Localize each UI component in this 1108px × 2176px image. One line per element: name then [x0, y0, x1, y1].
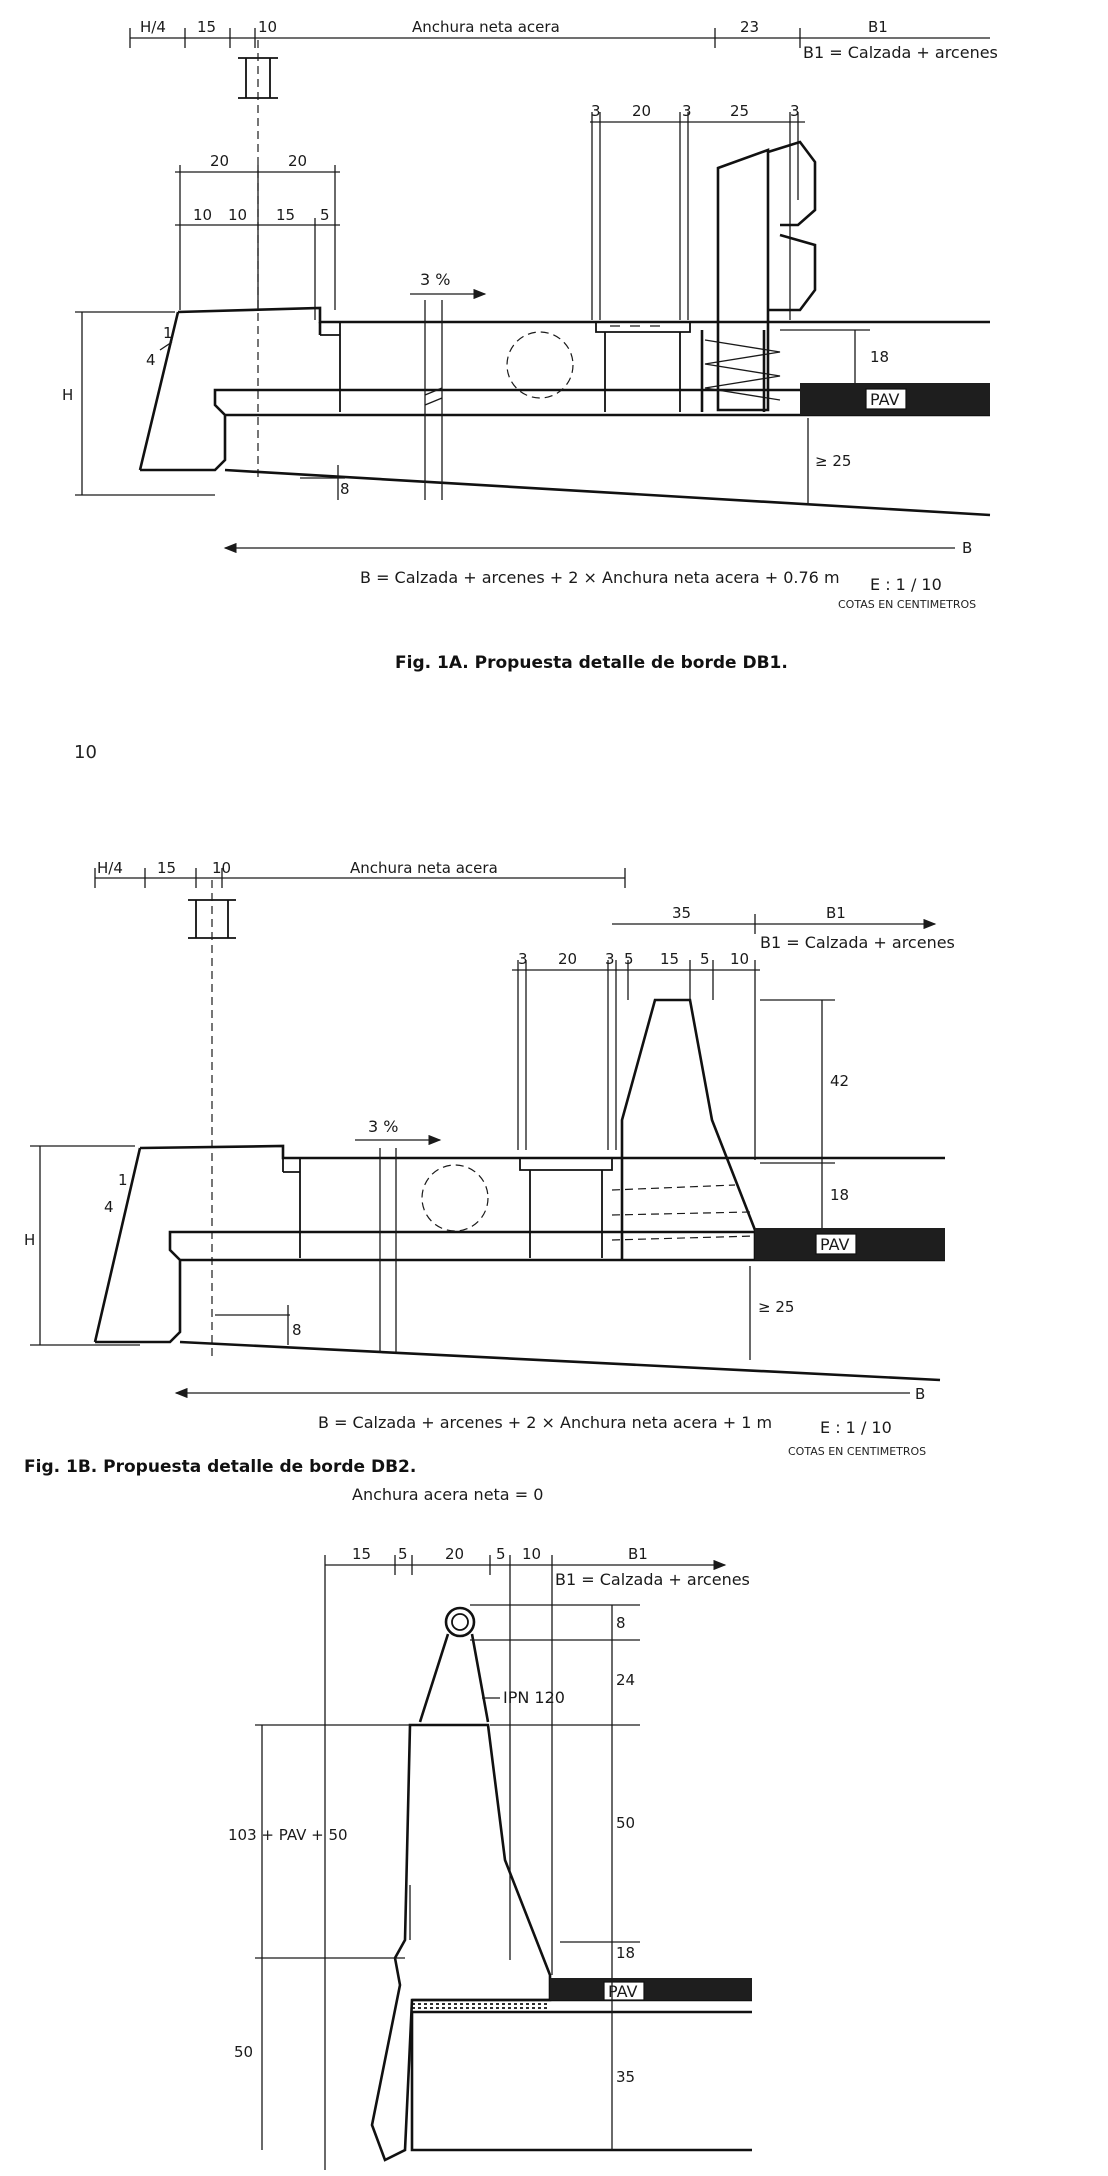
dim-24: 24	[616, 1671, 635, 1689]
dim-35: 35	[616, 2068, 635, 2086]
dim-h: H	[62, 386, 73, 404]
rail-dim: 3	[591, 102, 601, 120]
rail-dim: 25	[730, 102, 749, 120]
top-dim: 5	[496, 1545, 506, 1563]
dim-18: 18	[616, 1944, 635, 1962]
top-dim: 15	[352, 1545, 371, 1563]
figure-title: Anchura acera neta = 0	[352, 1485, 543, 1504]
units-label: COTAS EN CENTIMETROS	[788, 1445, 926, 1458]
dim-b1: B1	[628, 1545, 648, 1563]
dim-ge25: ≥ 25	[815, 452, 851, 470]
dim-h: H	[24, 1231, 35, 1249]
b-formula: B = Calzada + arcenes + 2 × Anchura neta…	[318, 1413, 772, 1432]
dim-b1: B1	[826, 904, 846, 922]
conduit-circle	[506, 331, 574, 399]
figure-1b: H/4 15 10 Anchura neta acera 35 B1 B1 = …	[24, 859, 955, 1477]
pav-label: PAV	[608, 1982, 638, 2001]
slab-underside	[224, 468, 991, 517]
dim-15: 15	[197, 18, 216, 36]
concrete-parapet	[620, 998, 757, 1260]
pavement-block	[550, 1978, 752, 2000]
dim-1: 1	[163, 324, 173, 342]
rail-dim: 3	[790, 102, 800, 120]
dim-h4: H/4	[97, 859, 123, 877]
dim-35: 35	[672, 904, 691, 922]
pav-label: PAV	[870, 390, 900, 409]
dim-50: 50	[616, 1814, 635, 1832]
figure-1c: Anchura acera neta = 0 15 5 20 5 10 B1 B…	[228, 1485, 752, 2170]
top-dim: 20	[445, 1545, 464, 1563]
curb-dim: 15	[276, 206, 295, 224]
slope-label: 3 %	[420, 270, 450, 289]
rail-dim: 10	[730, 950, 749, 968]
dim-formula: 103 + PAV + 50	[228, 1826, 348, 1844]
pav-label: PAV	[820, 1235, 850, 1254]
dim-4: 4	[146, 351, 156, 369]
curb-dim: 20	[288, 152, 307, 170]
b1-equation: B1 = Calzada + arcenes	[555, 1570, 750, 1589]
rail-dim: 15	[660, 950, 679, 968]
dim-50-left: 50	[234, 2043, 253, 2061]
curb-dim: 20	[210, 152, 229, 170]
curb-dim: 10	[228, 206, 247, 224]
b1-equation: B1 = Calzada + arcenes	[803, 43, 998, 62]
ipn-post	[418, 1633, 490, 1723]
dim-8: 8	[616, 1614, 626, 1632]
b-formula: B = Calzada + arcenes + 2 × Anchura neta…	[360, 568, 840, 587]
curb-dim: 5	[320, 206, 330, 224]
dim-18: 18	[830, 1186, 849, 1204]
dim-10: 10	[212, 859, 231, 877]
slope-label: 3 %	[368, 1117, 398, 1136]
deck-slab-outline	[138, 306, 990, 472]
dim-10: 10	[258, 18, 277, 36]
b-label: B	[915, 1385, 925, 1403]
ipn-label: IPN 120	[503, 1688, 565, 1707]
dim-anchura: Anchura neta acera	[412, 18, 560, 36]
scale-label: E : 1 / 10	[870, 575, 942, 594]
concrete-barrier	[370, 1723, 552, 2162]
top-dim: 10	[522, 1545, 541, 1563]
units-label: COTAS EN CENTIMETROS	[838, 598, 976, 611]
guardrail-profile	[767, 140, 817, 312]
rail-tube	[444, 1606, 476, 1638]
b-label: B	[962, 539, 972, 557]
dim-23: 23	[740, 18, 759, 36]
b1-equation: B1 = Calzada + arcenes	[760, 933, 955, 952]
dim-b1: B1	[868, 18, 888, 36]
page-number: 10	[74, 742, 97, 763]
anchor-bars	[704, 339, 781, 401]
figure-caption: Fig. 1A. Propuesta detalle de borde DB1.	[395, 653, 788, 673]
figure-1a: H/4 15 10 Anchura neta acera 23 B1 B1 = …	[62, 18, 998, 673]
rail-dim: 20	[558, 950, 577, 968]
dim-4: 4	[104, 1198, 114, 1216]
dim-anchura: Anchura neta acera	[350, 859, 498, 877]
dim-15: 15	[157, 859, 176, 877]
rail-dim: 5	[624, 950, 634, 968]
rail-dim: 3	[518, 950, 528, 968]
top-dim: 5	[398, 1545, 408, 1563]
rail-dim: 3	[682, 102, 692, 120]
barrier-post	[716, 148, 770, 412]
dim-8: 8	[340, 480, 350, 498]
figure-caption: Fig. 1B. Propuesta detalle de borde DB2.	[24, 1457, 416, 1477]
dim-42: 42	[830, 1072, 849, 1090]
rail-dim: 3	[605, 950, 615, 968]
scale-label: E : 1 / 10	[820, 1418, 892, 1437]
curb-dim: 10	[193, 206, 212, 224]
dim-18: 18	[870, 348, 889, 366]
dim-8: 8	[292, 1321, 302, 1339]
rail-dim: 20	[632, 102, 651, 120]
dim-1: 1	[118, 1171, 128, 1189]
rail-dim: 5	[700, 950, 710, 968]
dim-h4: H/4	[140, 18, 166, 36]
dim-ge25: ≥ 25	[758, 1298, 794, 1316]
